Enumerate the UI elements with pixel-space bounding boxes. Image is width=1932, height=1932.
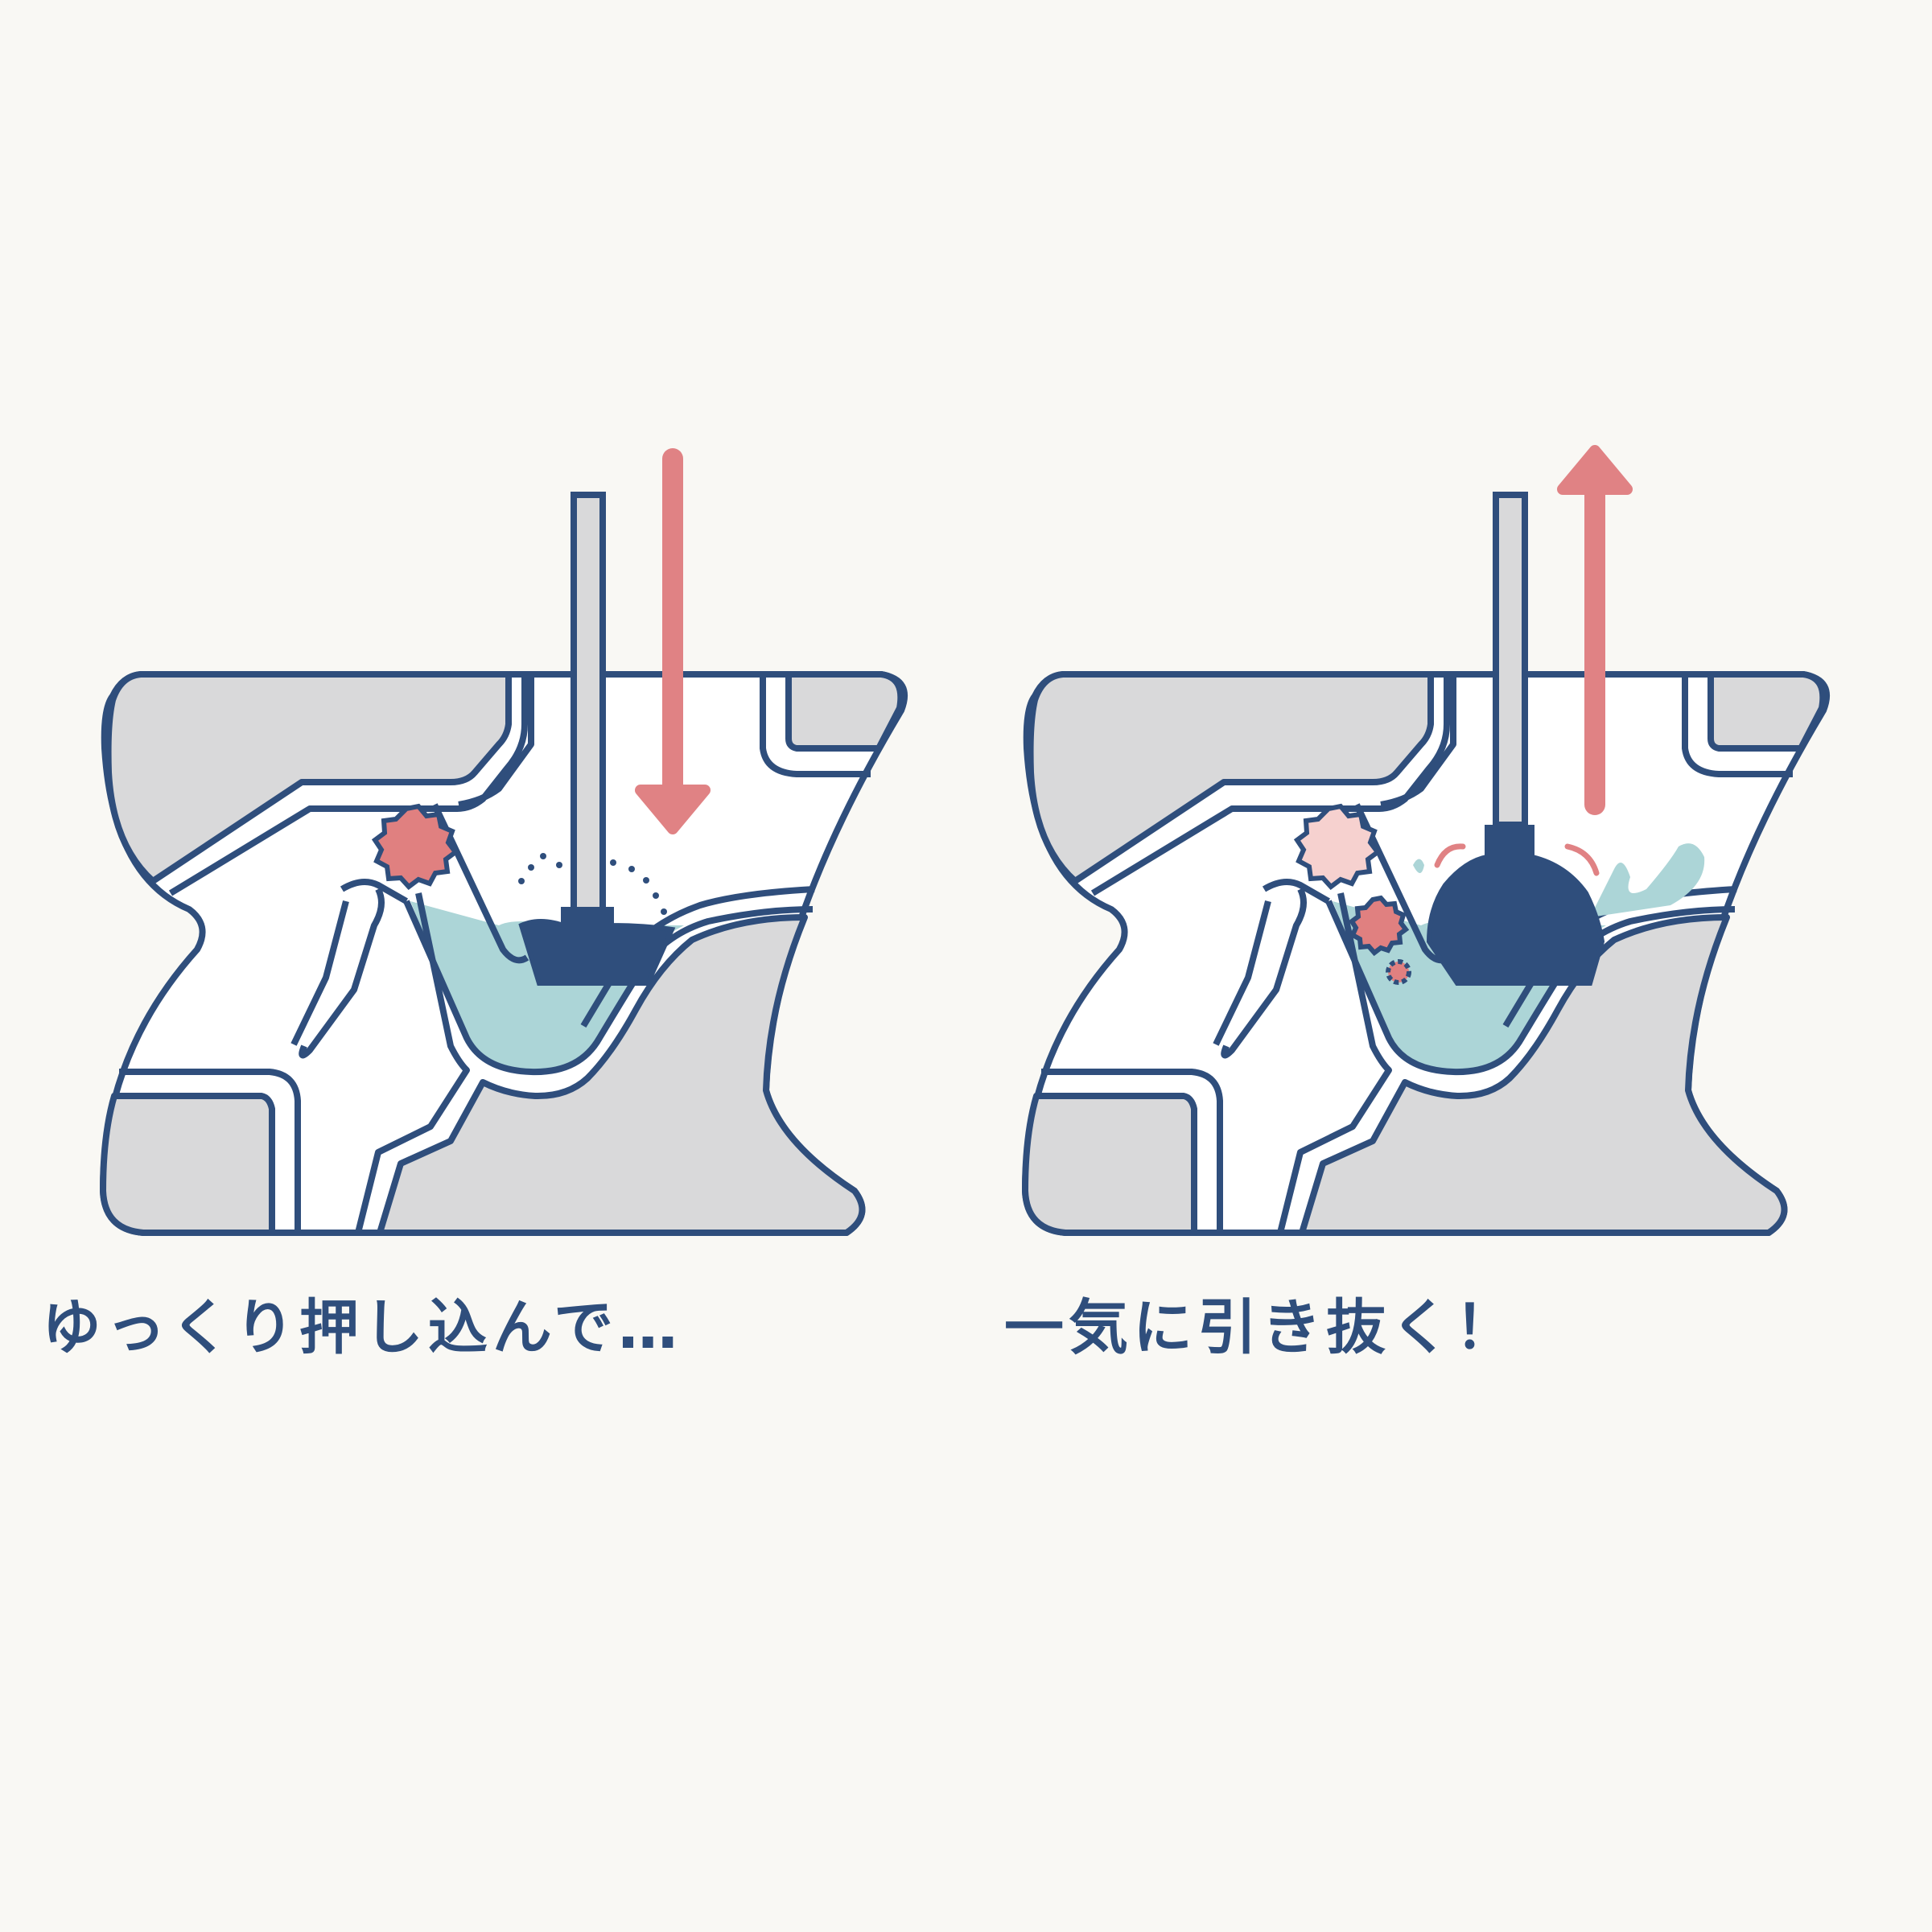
clog-fragment-icon (1386, 959, 1411, 985)
caption-push: ゆっくり押し込んで… (41, 1293, 683, 1362)
plunger-icon (1426, 825, 1605, 986)
pressure-dots (518, 853, 667, 915)
arrow-up-icon (1557, 445, 1633, 815)
arrow-down-icon (635, 448, 711, 834)
panel-pull (1025, 445, 1827, 1233)
clog-icon (371, 803, 459, 891)
plunger-handle (571, 492, 606, 917)
caption-pull: 一気に引き抜く！ (1004, 1293, 1519, 1362)
plunger-handle (1493, 492, 1528, 828)
clog-piece-icon (1348, 895, 1410, 957)
panel-push (103, 448, 904, 1233)
motion-arcs (1434, 843, 1600, 876)
plunger-icon (518, 907, 676, 986)
clog-icon (1293, 803, 1382, 891)
